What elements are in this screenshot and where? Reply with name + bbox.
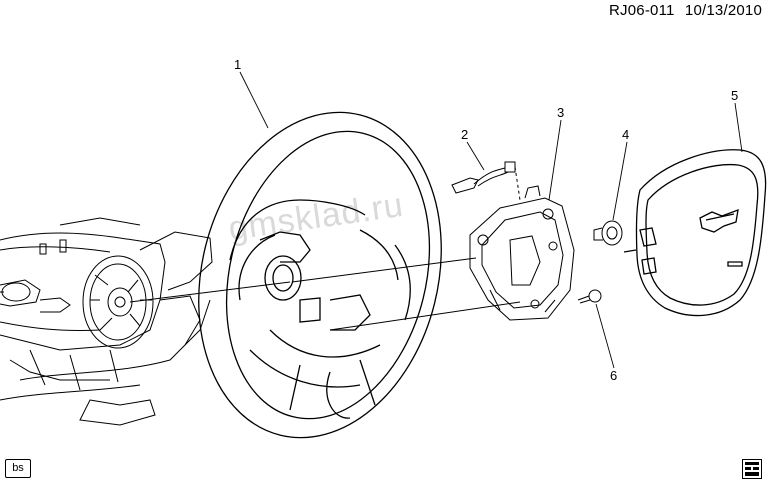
- steering-column: [0, 218, 212, 425]
- callout-2: 2: [461, 127, 469, 142]
- part-4-horn-contact: [594, 221, 622, 245]
- diagram-header: RJ06-011 10/13/2010: [609, 2, 762, 19]
- leader-line-5: [735, 103, 742, 152]
- alignment-line-column: [130, 282, 290, 302]
- leader-lines: [240, 72, 742, 368]
- bs-badge: bs: [5, 459, 31, 478]
- leader-line-3: [549, 120, 561, 200]
- diagram-id: RJ06-011: [609, 2, 675, 19]
- steering-wheel: [166, 86, 475, 463]
- leader-line-6: [596, 304, 614, 368]
- alignment-line-lower: [330, 302, 520, 330]
- callout-6: 6: [610, 368, 618, 383]
- part-6-bolt: [578, 290, 601, 303]
- part-3-wheel-bracket: [470, 186, 574, 320]
- leader-line-1: [240, 72, 268, 128]
- part-2-wiring-harness: [452, 162, 520, 200]
- callout-4: 4: [622, 127, 630, 142]
- diagram-date: 10/13/2010: [684, 2, 762, 19]
- part-5-airbag-module: [624, 150, 766, 316]
- clock-spring: [83, 256, 153, 348]
- leader-line-4: [613, 142, 627, 220]
- leader-line-2: [467, 142, 484, 170]
- corner-logo-icon: [742, 459, 762, 479]
- callout-5: 5: [731, 88, 739, 103]
- alignment-line-upper: [292, 258, 476, 282]
- callout-1: 1: [234, 57, 242, 72]
- callout-3: 3: [557, 105, 565, 120]
